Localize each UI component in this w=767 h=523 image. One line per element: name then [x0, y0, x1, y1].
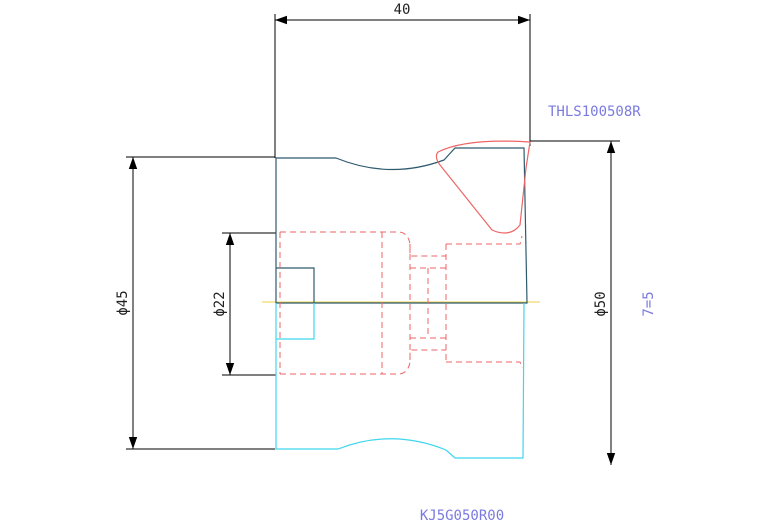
inner-diameter-text: ϕ22	[212, 291, 228, 316]
length-dimension-text: 40	[394, 2, 411, 18]
hidden-lines	[279, 231, 523, 375]
outer-diameter-dimension: ϕ45	[115, 156, 275, 450]
length-dimension: 40	[274, 2, 531, 158]
tool-code-label: THLS100508R	[548, 104, 641, 120]
outer-diameter-text: ϕ45	[115, 290, 131, 315]
right-diameter-text: ϕ50	[593, 291, 609, 316]
lower-profile	[275, 302, 525, 459]
insert-outline	[435, 140, 531, 234]
upper-profile	[275, 147, 528, 304]
count-label: 7=5	[641, 291, 657, 316]
inner-diameter-dimension: ϕ22	[212, 232, 276, 376]
part-code-label: KJ5G050R00	[420, 508, 504, 523]
right-diameter-dimension: ϕ50	[530, 140, 620, 465]
